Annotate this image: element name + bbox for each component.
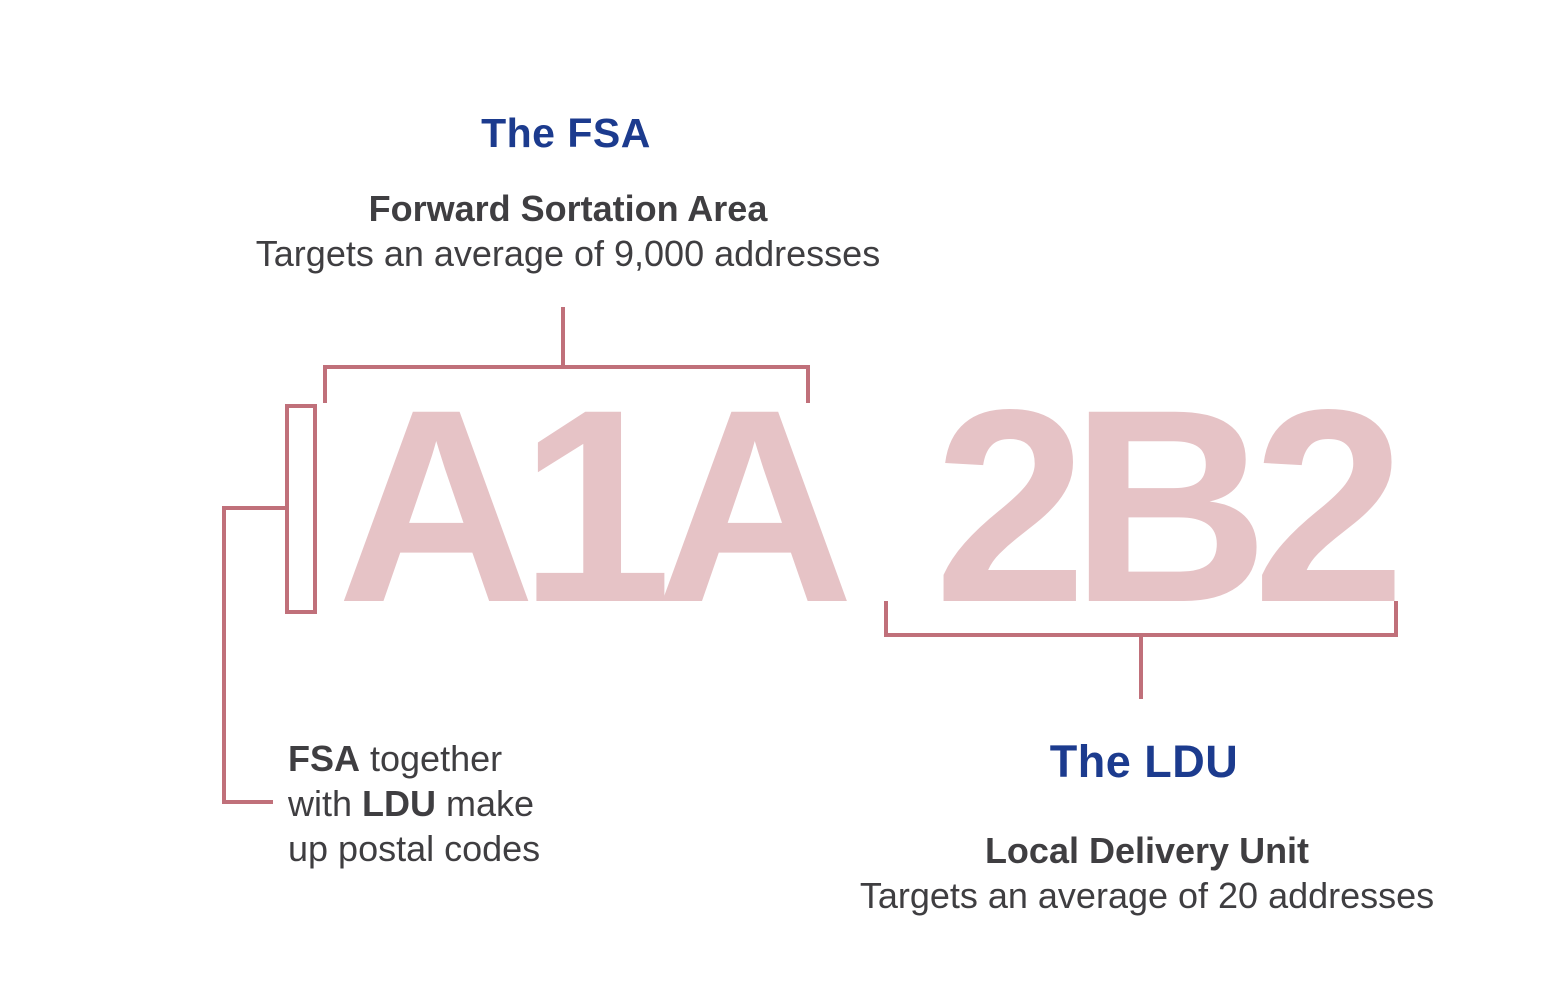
postal-code-note: FSA together with LDU make up postal cod…	[288, 736, 540, 871]
postal-code-ldu-part: 2B2	[934, 353, 1405, 660]
note-fsa-abbr: FSA	[288, 738, 360, 779]
note-line-1-text: together	[360, 738, 503, 779]
fsa-bracket-horizontal	[323, 365, 810, 369]
ldu-target-text: Targets an average of 20 addresses	[859, 875, 1435, 916]
postal-code-display: A1A 2B2	[337, 353, 1405, 660]
note-line-1: FSA together	[288, 736, 540, 781]
ldu-description-block: Local Delivery Unit Targets an average o…	[697, 828, 1558, 918]
fsa-bracket-right-tick	[806, 365, 810, 403]
note-connector-bottom-segment	[222, 800, 273, 804]
fsa-bracket-stem	[561, 307, 565, 369]
note-line-2: with LDU make	[288, 781, 540, 826]
first-character-highlight-box	[285, 404, 317, 614]
ldu-bracket-left-tick	[884, 601, 888, 637]
note-ldu-abbr: LDU	[362, 783, 437, 824]
fsa-bracket-left-tick	[323, 365, 327, 403]
fsa-target-text: Targets an average of 9,000 addresses	[255, 233, 881, 274]
fsa-subtitle: Forward Sortation Area	[368, 188, 768, 229]
fsa-section-title: The FSA	[481, 110, 651, 156]
fsa-description-block: Forward Sortation Area Targets an averag…	[118, 186, 1018, 276]
ldu-subtitle: Local Delivery Unit	[984, 830, 1310, 871]
ldu-section-title: The LDU	[1049, 736, 1239, 787]
ldu-bracket-stem	[1139, 635, 1143, 699]
note-line-2-pre: with	[288, 783, 363, 824]
note-line-2-text: make	[436, 783, 535, 824]
note-line-3: up postal codes	[288, 828, 541, 869]
ldu-bracket-right-tick	[1394, 601, 1398, 637]
note-connector-vertical-segment	[222, 506, 226, 804]
note-connector-top-segment	[222, 506, 285, 510]
postal-code-fsa-part: A1A	[337, 353, 854, 660]
